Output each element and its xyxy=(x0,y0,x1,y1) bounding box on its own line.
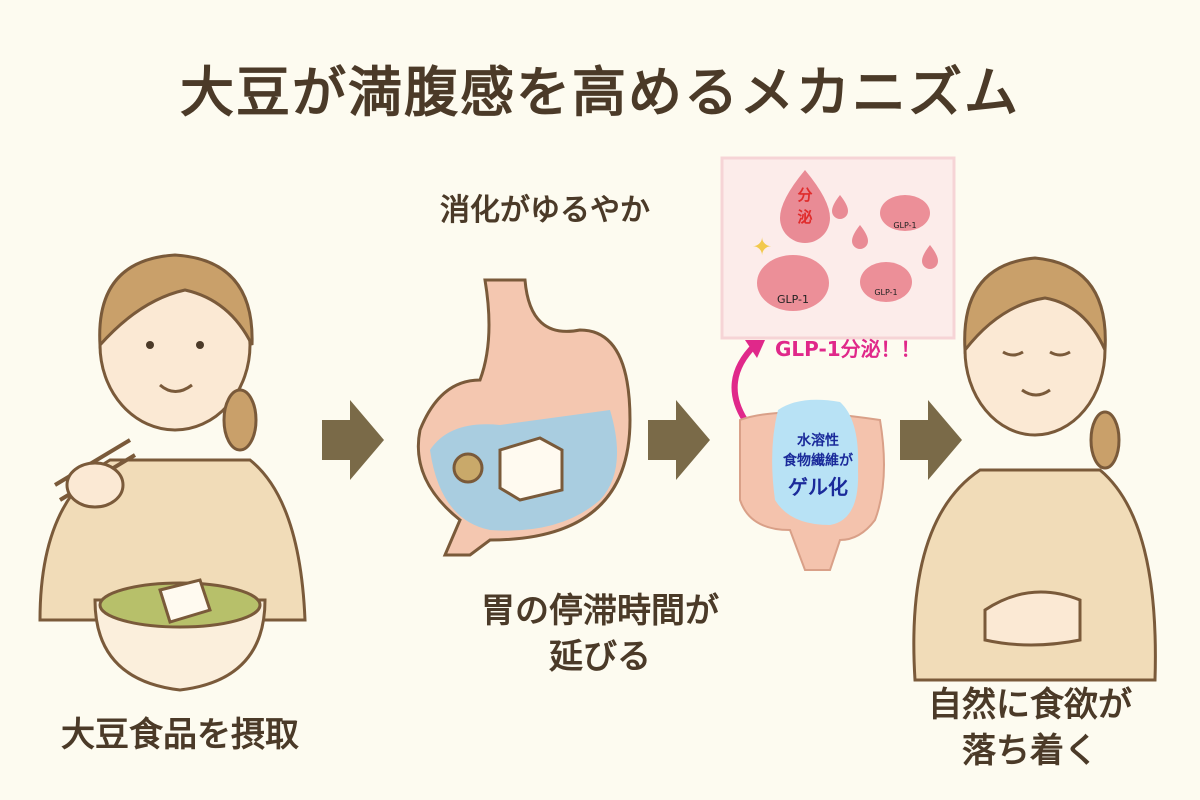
step-eat-label: 大豆食品を摂取 xyxy=(61,715,299,755)
stomach-top-label: 消化がゆるやか xyxy=(440,193,650,228)
stomach-illustration xyxy=(416,278,632,557)
intestine-illustration: 水溶性 食物繊維が ゲル化 xyxy=(739,399,885,571)
person-eating-illustration xyxy=(38,253,307,692)
glp1-character-label: GLP-1 xyxy=(893,221,916,230)
page-title: 大豆が満腹感を高めるメカニズム xyxy=(180,61,1020,124)
step-result-line1: 自然に食欲が xyxy=(928,685,1132,725)
drop-text: 泌 xyxy=(797,208,812,226)
curved-arrow-icon xyxy=(731,342,758,422)
drop-text: 分 xyxy=(797,186,812,204)
glp1-character-label: GLP-1 xyxy=(777,293,809,306)
gel-text: 水溶性 xyxy=(797,432,839,449)
sparkle-icon: ✦ xyxy=(752,233,772,261)
arrow-right-icon xyxy=(900,400,962,480)
gel-text: ゲル化 xyxy=(788,475,848,499)
glp1-panel: 分 泌 ✦ GLP-1 GLP-1 GLP-1 xyxy=(720,156,956,340)
glp1-caption: GLP-1分泌！！ xyxy=(775,337,921,361)
step-result-label: 自然に食欲が 落ち着く xyxy=(870,682,1190,774)
glp1-character-label: GLP-1 xyxy=(874,288,897,297)
satisfied-person-illustration xyxy=(912,256,1157,682)
step-stomach-label: 胃の停滞時間が 延びる xyxy=(440,588,760,680)
gel-text: 食物繊維が xyxy=(783,452,854,469)
arrow-right-icon xyxy=(648,400,710,480)
step-result-line2: 落ち着く xyxy=(962,731,1098,771)
step-stomach-line2: 延びる xyxy=(549,637,651,677)
arrow-right-icon xyxy=(322,400,384,480)
step-stomach-line1: 胃の停滞時間が xyxy=(481,591,719,631)
